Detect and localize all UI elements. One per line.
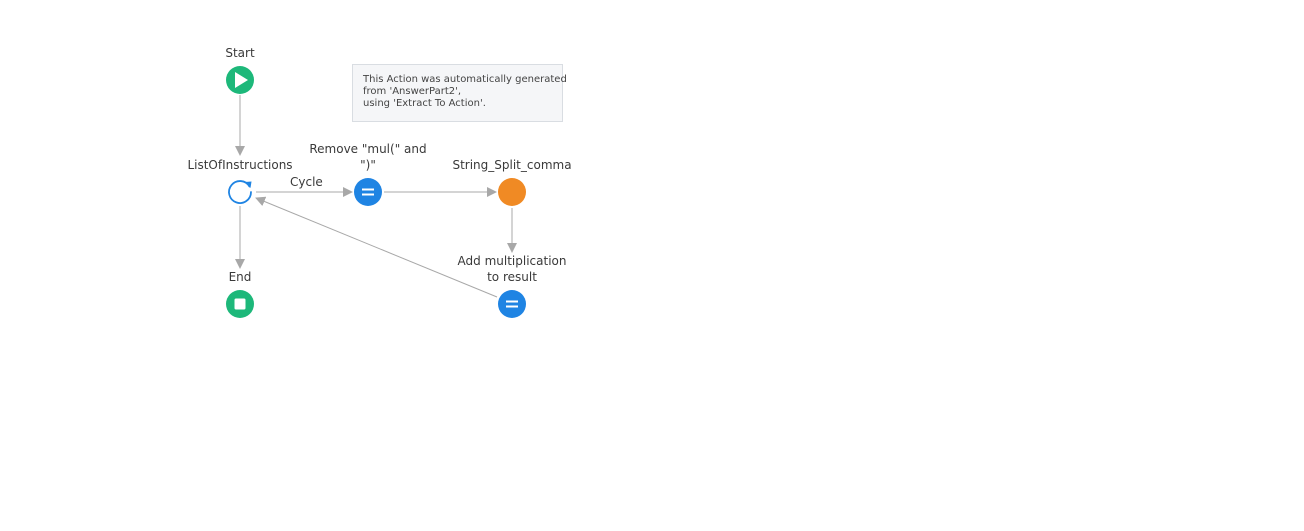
end-node[interactable] — [226, 290, 254, 318]
comment-box[interactable]: This Action was automatically generated … — [352, 64, 567, 122]
comment-line: from 'AnswerPart2', — [363, 86, 462, 97]
comment-line: This Action was automatically generated — [363, 74, 567, 85]
loop-icon — [228, 180, 252, 204]
play-icon — [235, 72, 248, 88]
connector-add-to-loop[interactable] — [255, 196, 498, 298]
cycle-connector-label: Cycle — [290, 175, 323, 189]
add-node-label: Add multiplication to result — [457, 254, 567, 284]
loop-node[interactable] — [226, 178, 254, 206]
start-node[interactable] — [226, 66, 254, 94]
assign-icon — [362, 188, 374, 196]
remove-node-label: Remove "mul(" and ")" — [309, 142, 427, 172]
assign-icon — [506, 300, 518, 308]
split-node-label: String_Split_comma — [452, 158, 572, 172]
end-node-label: End — [228, 270, 252, 284]
comment-line: using 'Extract To Action'. — [363, 98, 486, 109]
add-multiplication-node[interactable] — [498, 290, 526, 318]
string-split-node[interactable] — [498, 178, 526, 206]
action-circle — [498, 178, 526, 206]
loop-node-label: ListOfInstructions — [187, 158, 293, 172]
remove-assign-node[interactable] — [354, 178, 382, 206]
start-node-label: Start — [225, 46, 255, 60]
stop-icon — [234, 298, 246, 310]
